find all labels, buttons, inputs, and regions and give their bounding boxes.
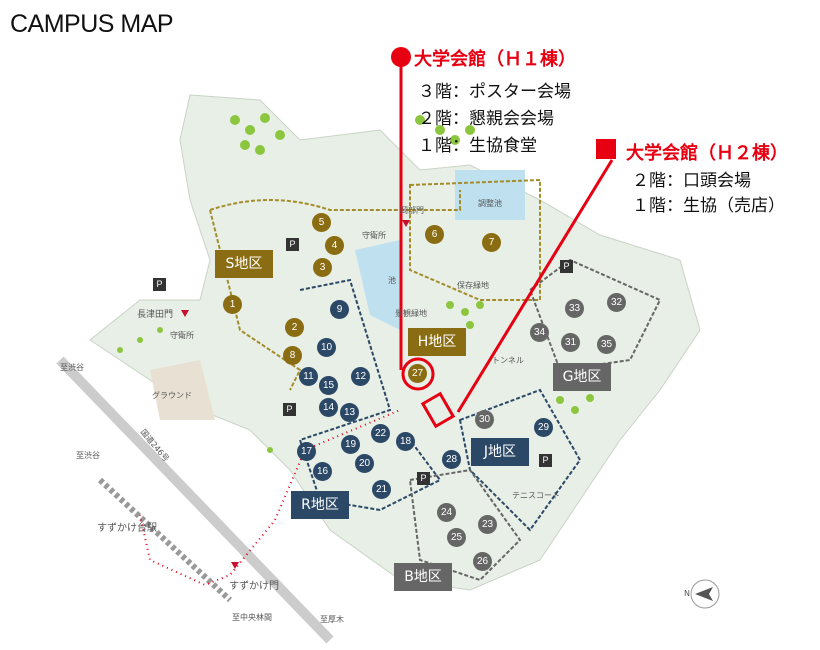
h1-callout-title: 大学会館（Ｈ１棟） — [414, 49, 576, 70]
parking-icon: P — [153, 278, 166, 291]
parking-icon: P — [283, 403, 296, 416]
map-title: CAMPUS MAP — [10, 10, 174, 38]
building-marker[interactable]: 22 — [371, 424, 390, 443]
h2-floor-2: ２階：口頭会場 — [632, 171, 751, 191]
building-marker[interactable]: 1 — [223, 295, 242, 314]
north-arrow-label: N — [684, 589, 690, 598]
building-marker[interactable]: 23 — [478, 515, 497, 534]
building-marker[interactable]: 28 — [442, 450, 461, 469]
building-marker[interactable]: 15 — [319, 376, 338, 395]
building-marker[interactable]: 13 — [340, 403, 359, 422]
district-g[interactable]: G地区 — [553, 363, 611, 391]
label-to-chuorinkan: 至中央林間 — [232, 613, 272, 622]
label-okabe-gate: 岡部門 — [400, 206, 424, 215]
label-guard: 守衛所 — [170, 331, 194, 340]
label-station: すずかけ台駅 — [97, 523, 157, 534]
building-marker[interactable]: 20 — [355, 454, 374, 473]
label-guard: 守衛所 — [362, 231, 386, 240]
h1-floor-3: ３階：ポスター会場 — [418, 82, 571, 102]
district-s[interactable]: S地区 — [215, 250, 273, 278]
building-marker[interactable]: 16 — [313, 462, 332, 481]
parking-icon: P — [286, 238, 299, 251]
building-marker[interactable]: 30 — [475, 410, 494, 429]
label-preserve: 保存緑地 — [457, 281, 489, 290]
label-pond: 池 — [388, 276, 396, 285]
label-suzukake-gate: すずかけ門 — [229, 581, 279, 592]
h2-callout-title: 大学会館（Ｈ２棟） — [626, 143, 788, 164]
building-marker[interactable]: 25 — [447, 528, 466, 547]
building-marker[interactable]: 3 — [313, 258, 332, 277]
building-marker[interactable]: 18 — [396, 432, 415, 451]
building-marker[interactable]: 9 — [330, 300, 349, 319]
building-marker[interactable]: 24 — [437, 503, 456, 522]
building-marker[interactable]: 19 — [341, 435, 360, 454]
building-marker[interactable]: 6 — [425, 225, 444, 244]
building-marker[interactable]: 31 — [561, 333, 580, 352]
building-marker[interactable]: 4 — [325, 236, 344, 255]
label-tunnel: トンネル — [492, 356, 524, 365]
district-b[interactable]: B地区 — [394, 563, 452, 591]
building-marker[interactable]: 5 — [312, 213, 331, 232]
building-marker[interactable]: 35 — [597, 335, 616, 354]
district-h[interactable]: H地区 — [408, 328, 466, 356]
building-marker[interactable]: 8 — [283, 346, 302, 365]
building-marker[interactable]: 7 — [482, 233, 501, 252]
label-tennis: テニスコート — [512, 491, 560, 500]
building-marker[interactable]: 32 — [607, 293, 626, 312]
h2-floor-1: １階：生協（売店） — [632, 196, 785, 216]
building-marker[interactable]: 29 — [534, 418, 553, 437]
parking-icon: P — [560, 260, 573, 273]
district-r[interactable]: R地区 — [291, 491, 349, 519]
building-marker[interactable]: 26 — [473, 552, 492, 571]
building-marker[interactable]: 14 — [319, 398, 338, 417]
district-j[interactable]: J地区 — [471, 438, 529, 466]
label-ground: グラウンド — [152, 391, 192, 400]
parking-icon: P — [539, 454, 552, 467]
building-marker[interactable]: 33 — [565, 299, 584, 318]
label-scenic: 景観緑地 — [395, 309, 427, 318]
label-nagatsuta-gate: 長津田門 — [137, 310, 174, 320]
label-to-shibuya: 至渋谷 — [76, 451, 100, 460]
label-to-atsugi: 至厚木 — [320, 615, 344, 624]
building-marker[interactable]: 2 — [285, 318, 304, 337]
h1-floor-1: １階：生協食堂 — [418, 136, 537, 156]
building-marker[interactable]: 34 — [530, 323, 549, 342]
h1-floor-2: ２階：懇親会会場 — [418, 109, 554, 129]
label-reservoir: 調整池 — [478, 199, 502, 208]
building-marker-h1[interactable]: 27 — [408, 364, 427, 383]
building-marker[interactable]: 10 — [317, 338, 336, 357]
building-marker[interactable]: 11 — [299, 367, 318, 386]
parking-icon: P — [417, 472, 430, 485]
label-to-shibuya: 至渋谷 — [60, 363, 84, 372]
building-marker[interactable]: 12 — [351, 367, 370, 386]
building-marker[interactable]: 21 — [372, 480, 391, 499]
building-marker[interactable]: 17 — [297, 442, 316, 461]
